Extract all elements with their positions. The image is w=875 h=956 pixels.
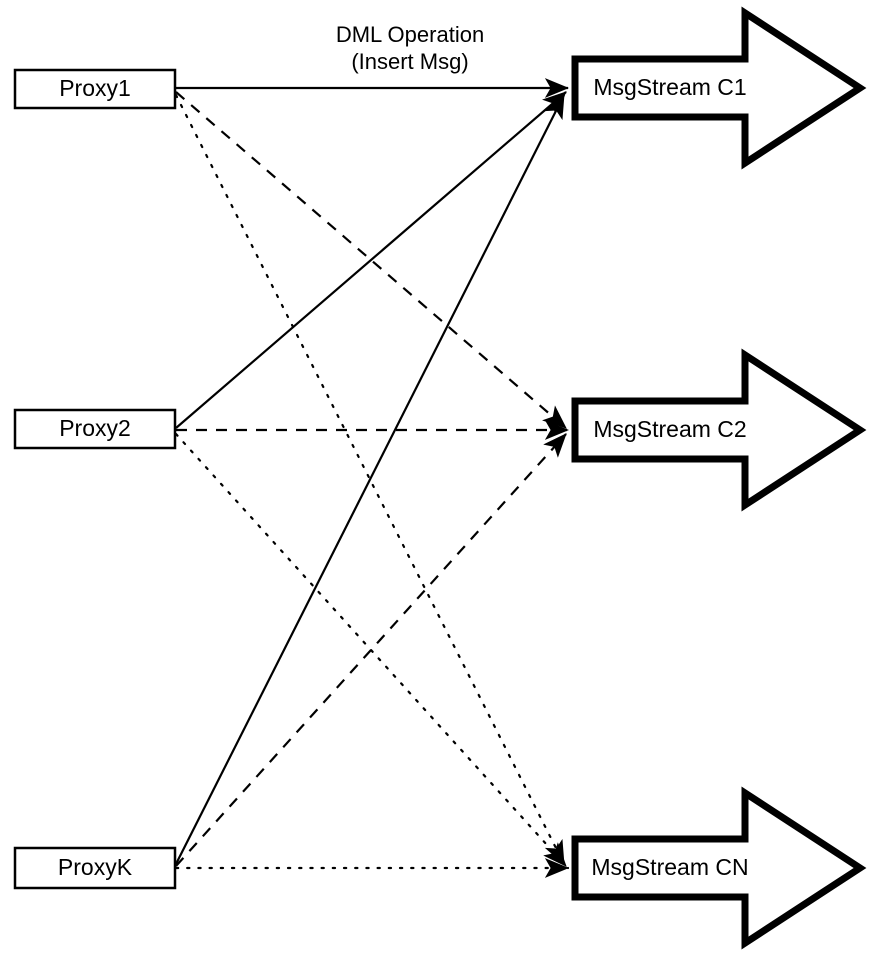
connection-pk-c2	[175, 433, 567, 867]
annotations-layer: DML Operation(Insert Msg)	[336, 22, 484, 74]
connector-line-dashed	[175, 91, 567, 429]
block-arrow-shape-cn[interactable]	[571, 786, 867, 950]
connection-p1-c2	[175, 91, 567, 429]
connector-line-dashed	[175, 433, 567, 867]
proxy-label-proxy2: Proxy2	[59, 415, 131, 441]
annotation-line2-dml-op: (Insert Msg)	[351, 49, 468, 74]
proxy-label-proxyk: ProxyK	[58, 854, 133, 880]
proxy-node-proxy1[interactable]: Proxy1	[13, 68, 177, 110]
connector-line-solid	[175, 91, 567, 429]
connections-layer	[174, 78, 570, 878]
msgstream-label-c2: MsgStream C2	[593, 416, 746, 442]
proxy-box-proxy2[interactable]	[13, 408, 177, 450]
block-arrow-shape-c1[interactable]	[571, 6, 867, 170]
connection-p1-cn	[174, 93, 566, 866]
streams-layer: MsgStream C1 MsgStream C2 MsgStream CN	[571, 6, 867, 950]
proxy-box-proxyk[interactable]	[13, 846, 177, 890]
proxy-label-proxy1: Proxy1	[59, 75, 131, 101]
msgstream-node-c1[interactable]: MsgStream C1	[571, 6, 867, 170]
msgstream-label-cn: MsgStream CN	[591, 854, 748, 880]
msgstream-node-cn[interactable]: MsgStream CN	[571, 786, 867, 950]
connector-line-dotted	[174, 93, 566, 866]
msgstream-node-c2[interactable]: MsgStream C2	[571, 348, 867, 512]
annotation-line1-dml-op: DML Operation	[336, 22, 484, 47]
proxy-node-proxy2[interactable]: Proxy2	[13, 408, 177, 450]
msgstream-label-c1: MsgStream C1	[593, 74, 746, 100]
connection-p2-c1	[175, 91, 567, 429]
proxy-node-proxyk[interactable]: ProxyK	[13, 846, 177, 890]
connection-pk-c1	[175, 94, 565, 865]
annotation-dml-op: DML Operation(Insert Msg)	[336, 22, 484, 74]
block-arrow-shape-c2[interactable]	[571, 348, 867, 512]
proxy-box-proxy1[interactable]	[13, 68, 177, 110]
connector-line-solid	[175, 94, 565, 865]
